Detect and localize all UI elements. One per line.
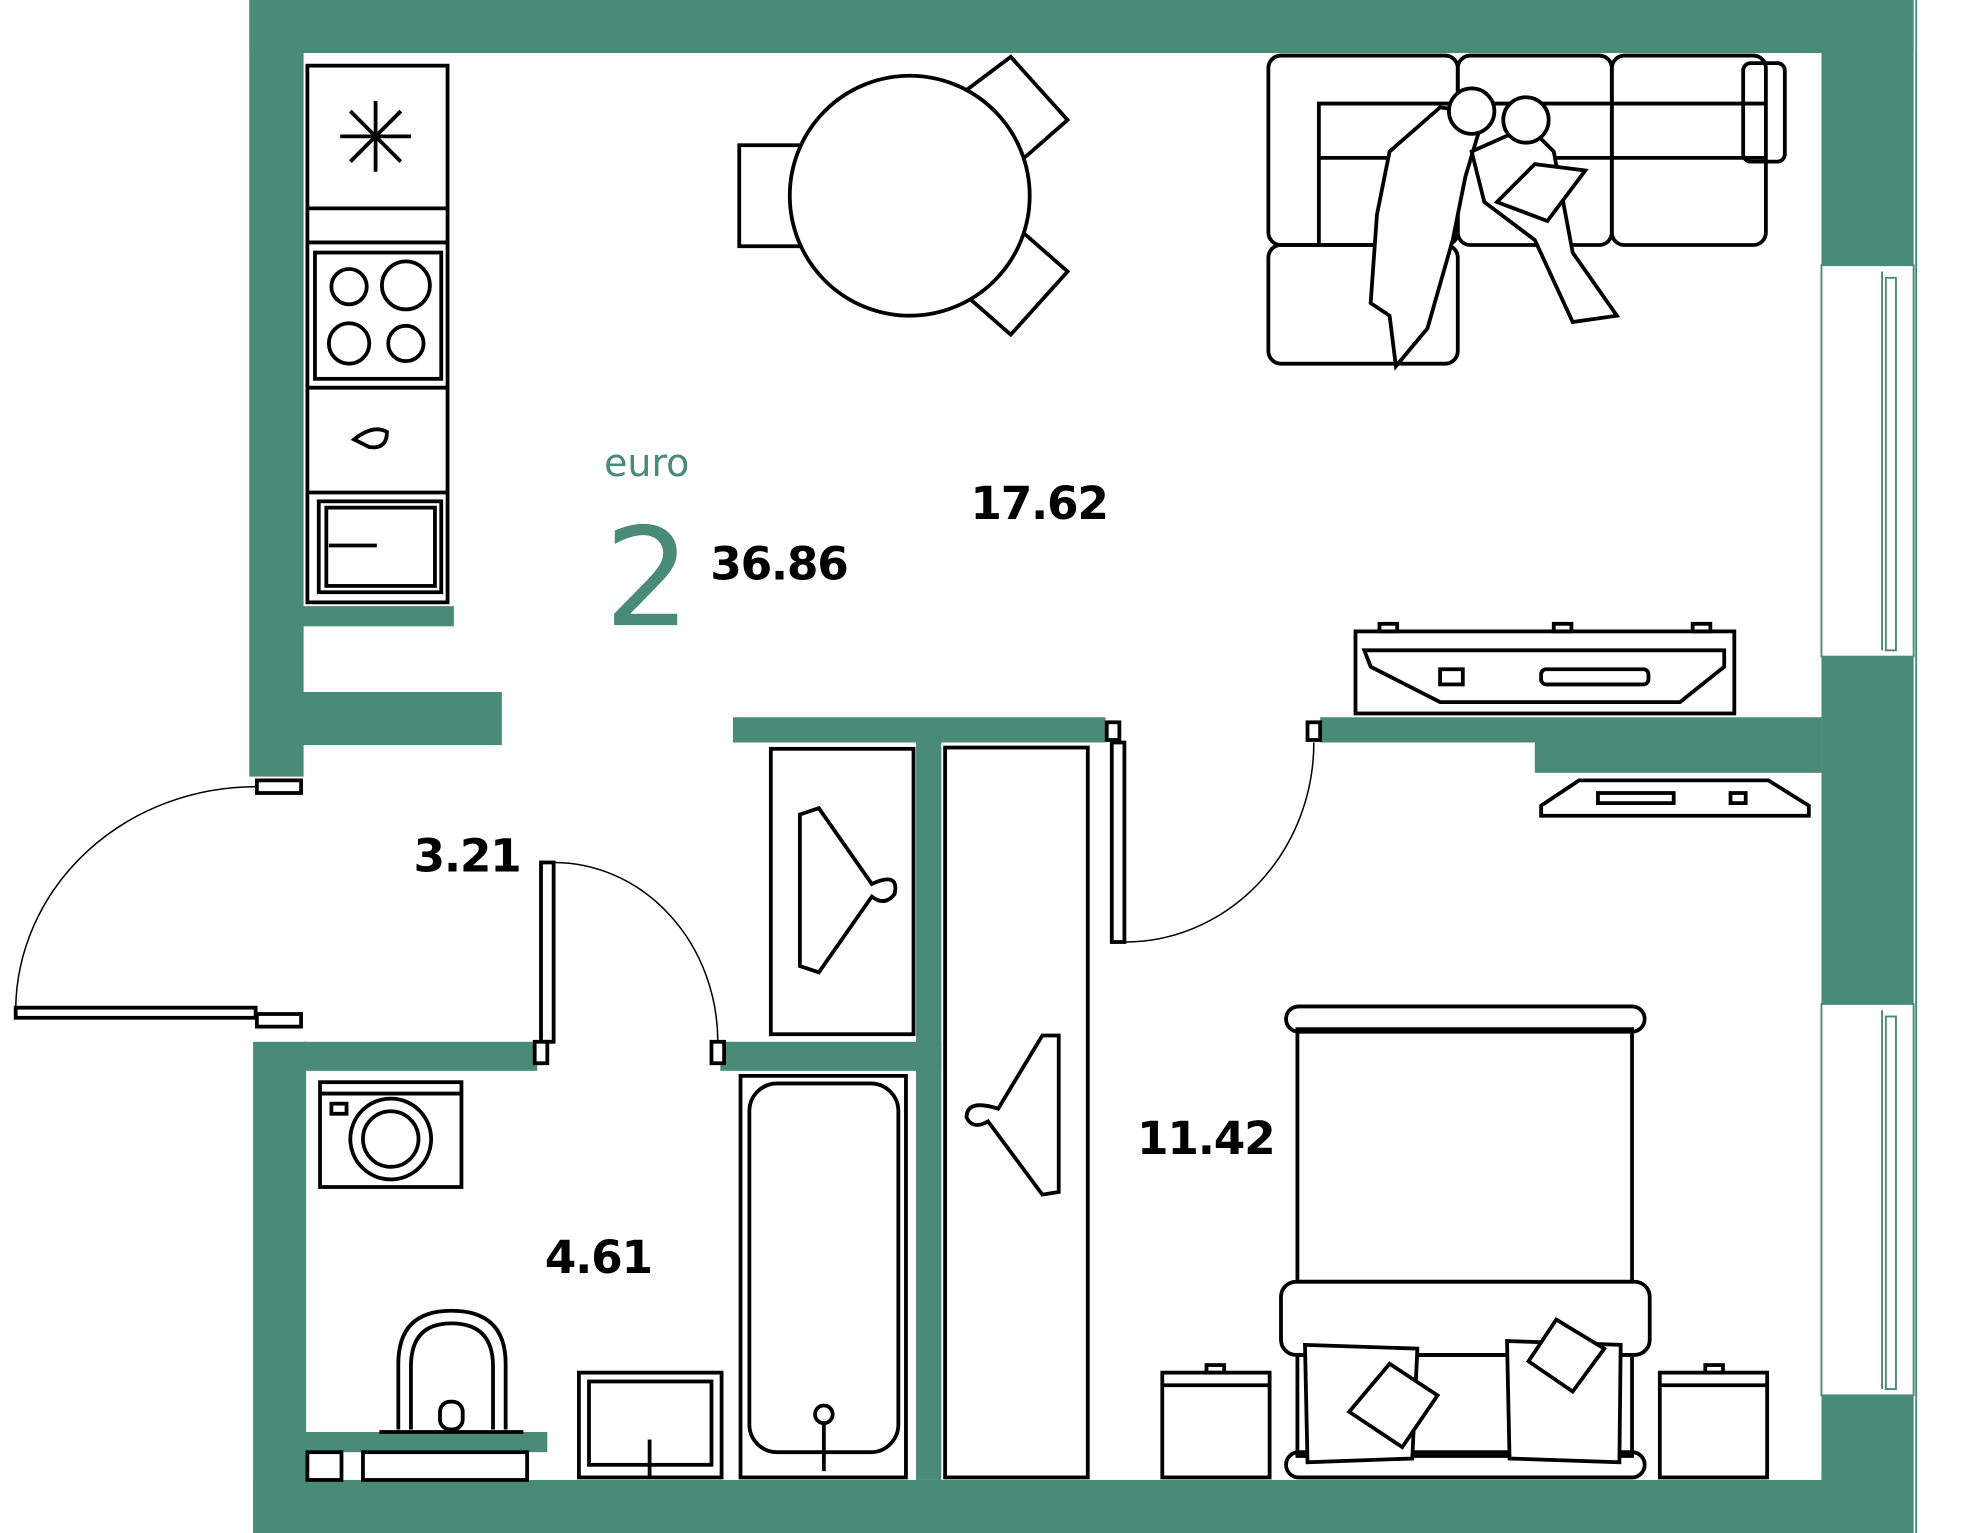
total-area: 36.86 [710, 538, 847, 591]
doors [13, 720, 1323, 1066]
bed [1160, 1004, 1770, 1480]
rooms-count: 2 [604, 499, 691, 658]
kitchen-unit [305, 63, 450, 605]
windows [1820, 0, 1918, 1533]
snowflake-icon [340, 101, 411, 172]
walls [249, 0, 1914, 1533]
room-area-bathroom: 4.61 [545, 1231, 652, 1284]
dining-table [737, 54, 1071, 338]
room-area-hallway: 3.21 [413, 829, 520, 882]
sofa [1266, 53, 1787, 371]
room-area-kitchen-living: 17.62 [970, 477, 1107, 530]
people-icon [1368, 86, 1621, 371]
tv-stand [1353, 621, 1811, 818]
apartment-type-label: euro [604, 441, 689, 485]
wardrobes [768, 745, 1090, 1480]
bathroom-fixtures [305, 1073, 908, 1482]
room-area-bedroom: 11.42 [1137, 1112, 1274, 1165]
